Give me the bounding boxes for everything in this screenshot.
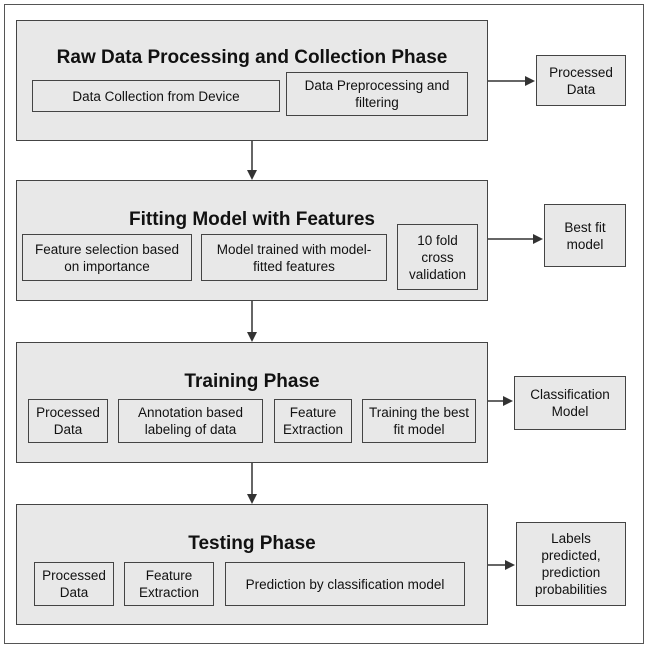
output-labels-predicted: Labels predicted, prediction probabiliti… [516,522,626,606]
step-feature-extraction: Feature Extraction [274,399,352,443]
step-data-collection: Data Collection from Device [32,80,280,112]
phase-title: Testing Phase [188,533,316,554]
output-best-fit-model: Best fit model [544,204,626,267]
step-prediction: Prediction by classification model [225,562,465,606]
step-processed-data: Processed Data [28,399,108,443]
phase-title: Fitting Model with Features [129,209,375,230]
phase-title: Raw Data Processing and Collection Phase [56,47,448,68]
step-model-trained: Model trained with model- fitted feature… [201,234,387,281]
step-processed-data: Processed Data [34,562,114,606]
step-training-best-fit: Training the best fit model [362,399,476,443]
step-feature-selection: Feature selection based on importance [22,234,192,281]
step-data-preprocessing: Data Preprocessing and filtering [286,72,468,116]
phase-title: Training Phase [184,371,320,392]
output-processed-data: Processed Data [536,55,626,106]
step-cross-validation: 10 fold cross validation [397,224,478,290]
output-classification-model: Classification Model [514,376,626,430]
step-annotation-labeling: Annotation based labeling of data [118,399,263,443]
step-feature-extraction: Feature Extraction [124,562,214,606]
diagram-frame [4,4,644,644]
